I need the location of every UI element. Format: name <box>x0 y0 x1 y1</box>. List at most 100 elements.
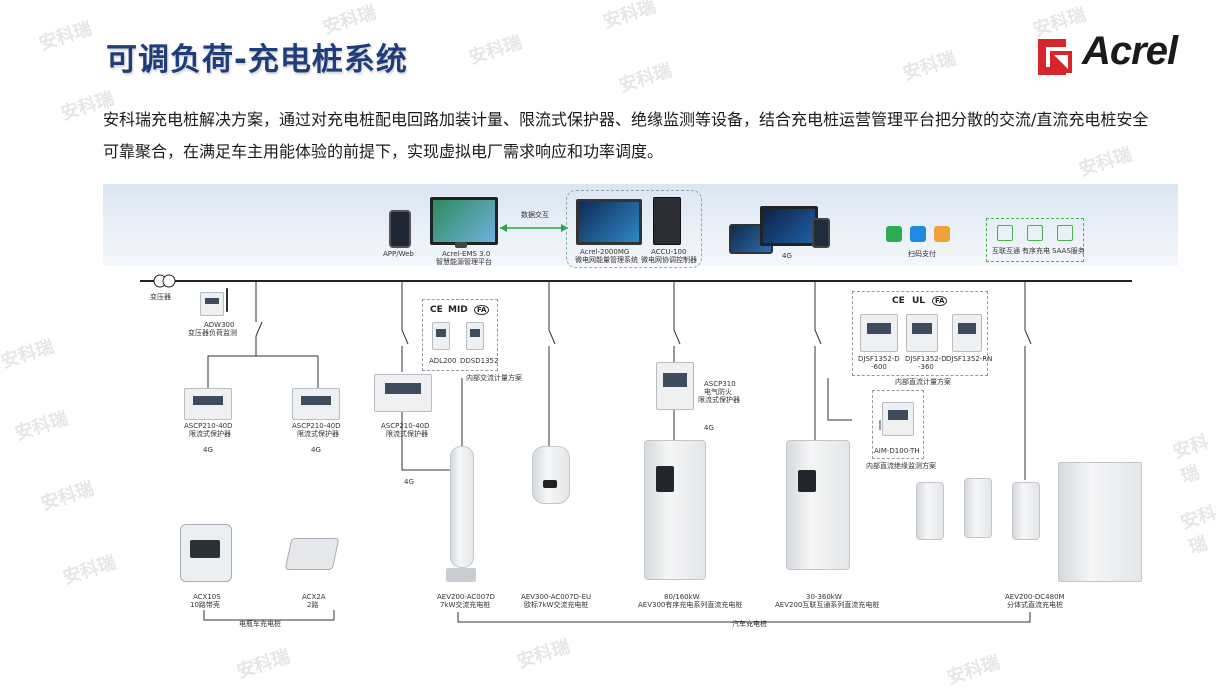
orderly-charge-icon <box>1027 225 1043 241</box>
aim-device <box>882 402 914 436</box>
ascp-a-4g: 4G <box>203 446 213 454</box>
adw300-device <box>200 292 224 316</box>
aev200-power: 30-360kW <box>806 593 842 601</box>
ascp310-model: ASCP310 <box>704 380 736 388</box>
ascp-a-model: ASCP210-40D <box>184 422 233 430</box>
aev-ac7d-charger <box>450 446 474 568</box>
acx10s-screen <box>190 540 220 558</box>
acx10s-device <box>180 524 232 582</box>
mid-mark: MID <box>448 305 468 315</box>
acx2a-model: ACX2A <box>302 593 326 601</box>
ascp310-4g: 4G <box>704 424 714 432</box>
aev300-power: 80/160kW <box>664 593 700 601</box>
aev300-dc-charger <box>644 440 706 580</box>
djsf-360-sub: -360 <box>918 363 934 371</box>
exchange-label: 数据交互 <box>521 211 549 219</box>
page-title: 可调负荷-充电桩系统 <box>106 42 408 78</box>
acx10s-desc: 10路带壳 <box>190 601 220 609</box>
split-power-cabinet <box>1058 462 1142 582</box>
car-group-label: 汽车充电桩 <box>732 620 767 628</box>
ascp-b-desc: 限流式保护器 <box>297 430 339 438</box>
microgrid-box <box>566 190 702 268</box>
intro-paragraph: 安科瑞充电桩解决方案，通过对充电桩配电回路加装计量、限流式保护器、绝缘监测等设备… <box>103 110 1149 161</box>
mg-model: Acrel-2000MG <box>580 248 630 256</box>
acx10s-model: ACX10S <box>193 593 221 601</box>
fa-mark-dc: FA <box>932 296 948 306</box>
ddsd1352-label: DDSD1352 <box>460 357 499 365</box>
ul-mark: UL <box>912 296 926 306</box>
ascp-c-device <box>374 374 432 412</box>
ascp-a-desc: 限流式保护器 <box>189 430 231 438</box>
ac-metering-caption: 内部交流计量方案 <box>466 374 522 382</box>
acx2a-device <box>284 538 340 570</box>
interop-icon <box>997 225 1013 241</box>
ddsd1352-device <box>466 322 484 350</box>
ems-monitor-icon <box>430 197 498 245</box>
acrel-logo-icon <box>1038 39 1072 75</box>
monitor-stand <box>455 242 467 248</box>
djsf-rn-label: DJSF1352-RN <box>946 355 993 363</box>
aev-eu-screen <box>543 480 557 488</box>
dc-metering-caption: 内部直流计量方案 <box>895 378 951 386</box>
logo-text: Acrel <box>1082 29 1178 73</box>
g4-label-top: 4G <box>782 252 792 260</box>
ascp-b-model: ASCP210-40D <box>292 422 341 430</box>
aev300-desc: AEV300有序充电系列直流充电桩 <box>638 601 743 609</box>
aev-eu-desc: 欧标7kW交流充电桩 <box>524 601 589 609</box>
app-web-label: APP/Web <box>383 250 414 258</box>
ce-mark-dc: CE <box>892 296 905 306</box>
split-terminal-1 <box>916 482 944 540</box>
service-interop: 互联互通 <box>992 247 1020 255</box>
ascp310-desc-1: 电气防火 <box>704 388 732 396</box>
fa-mark: FA <box>474 305 490 315</box>
ce-mark: CE <box>430 305 443 315</box>
wechat-icon <box>886 226 902 242</box>
djsf-360-device <box>906 314 938 352</box>
alipay-icon <box>910 226 926 242</box>
split-terminal-3 <box>1012 482 1040 540</box>
djsf-600-sub: -600 <box>871 363 887 371</box>
ems-model: Acrel-EMS 3.0 <box>442 250 491 258</box>
ascp310-device <box>656 362 694 410</box>
service-saas: SAAS服务 <box>1052 247 1085 255</box>
djsf-600-device <box>860 314 898 352</box>
ems-desc: 智慧能源管理平台 <box>436 258 492 266</box>
accu-desc: 微电网协调控制器 <box>641 256 697 264</box>
adw300-model: ADW300 <box>204 321 235 329</box>
service-orderly: 有序充电 <box>1022 247 1050 255</box>
djsf-360-label: DJSF1352-D <box>905 355 947 363</box>
dc-metering-box <box>852 291 988 376</box>
ascp310-desc-2: 限流式保护器 <box>698 396 740 404</box>
smartphone-icon <box>812 218 830 248</box>
aev200-dc-charger <box>786 440 850 570</box>
acx2a-desc: 2路 <box>307 601 319 609</box>
unionpay-icon <box>934 226 950 242</box>
antenna-icon <box>226 288 228 312</box>
ascp-c-model: ASCP210-40D <box>381 422 430 430</box>
ascp-a-device <box>184 388 232 420</box>
accu-model: ACCU-100 <box>651 248 687 256</box>
aev-ac7d-model: AEV200-AC007D <box>437 593 496 601</box>
ascp-b-4g: 4G <box>311 446 321 454</box>
insulation-caption: 内部直流绝缘监测方案 <box>866 462 936 470</box>
phone-icon <box>389 210 411 248</box>
adl200-label: ADL200 <box>429 357 457 365</box>
aim-label: AIM-D100-TH <box>874 447 920 455</box>
accu-controller-icon <box>653 197 681 245</box>
adl200-device <box>432 322 450 350</box>
aev-eu-model: AEV300-AC007D-EU <box>521 593 592 601</box>
split-model: AEV200-DC480M <box>1005 593 1065 601</box>
aev300-screen <box>656 466 674 492</box>
ev-bike-group-label: 电瓶车充电桩 <box>239 620 281 628</box>
aev-ac7d-base <box>446 568 476 582</box>
djsf-600-label: DJSF1352-D <box>858 355 900 363</box>
scan-pay-label: 扫码支付 <box>908 250 936 258</box>
aev200-desc: AEV200互联互通系列直流充电桩 <box>775 601 880 609</box>
brand-logo: Acrel <box>1036 29 1211 81</box>
transformer-label: 变压器 <box>150 293 171 301</box>
ac-metering-box <box>422 299 498 371</box>
saas-icon <box>1057 225 1073 241</box>
mg-desc: 微电网能量管理系统 <box>575 256 638 264</box>
split-terminal-2 <box>964 478 992 538</box>
